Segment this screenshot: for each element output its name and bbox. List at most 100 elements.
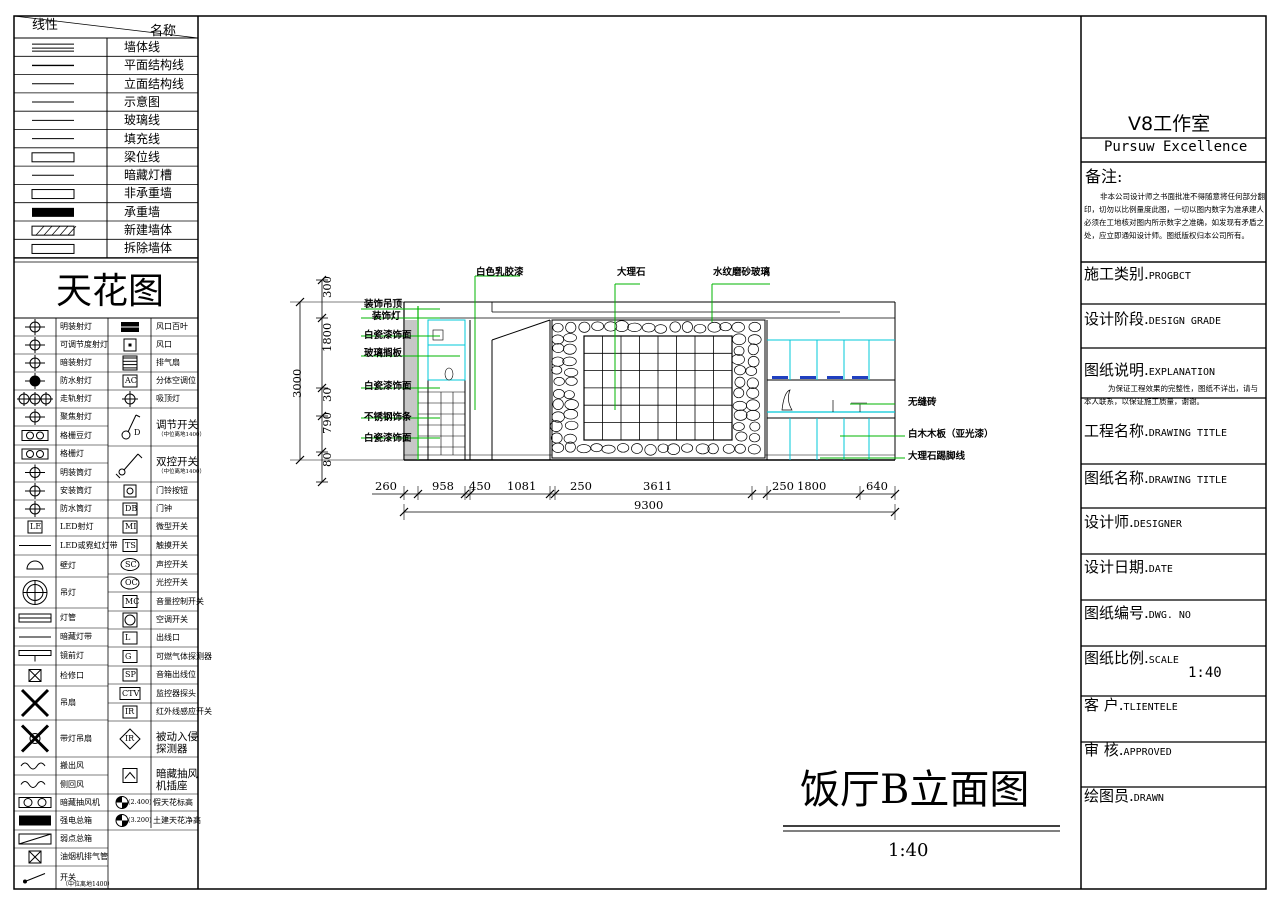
low-voltage-box-icon [18,833,52,845]
symbol-label-right: 双控开关 [156,456,198,468]
symbol-code: SP [125,670,136,679]
stone-mark [681,443,694,453]
studio-name: V8工作室 [1128,113,1211,135]
remarks-text: 非本公司设计师之书面批准不得随意将任何部分翻印，切勿以比例量度此图，一切以图内数… [1084,192,1265,240]
hidden-fan-socket-icon [124,771,136,779]
field-label: 绘图员. [1084,787,1134,805]
title-block-field: 图纸编号.DWG. NO [1084,605,1191,621]
dim-tick [317,411,327,421]
dim-tick [460,489,470,499]
title-block-field: 图纸名称.DRAWING TITLE [1084,470,1227,486]
dimmer-switch-icon [135,414,141,418]
title-block-field: 客 户.TLIENTELE [1084,697,1178,713]
stone-mark [747,334,762,345]
symbol-label-left: LED射灯 [60,522,94,531]
stone-mark [552,398,564,410]
legend-line-type-name: 填充线 [124,131,161,146]
grille-light-icon [26,450,34,458]
dim-tick [295,455,305,465]
nonbearing-wall-sample [31,189,75,200]
dim-label-total-vertical: 3000 [290,368,304,398]
symbol-label-left: 强电总箱 [60,815,92,825]
legend-line-type-name: 墙体线 [124,40,161,54]
callout-label-left: 白瓷漆饰面 [364,330,412,341]
stone-mark [627,322,642,332]
stone-mark [551,442,565,453]
micro-switch-icon [122,520,138,534]
dim-tick [317,275,327,285]
hatch [59,225,69,236]
field-sub-label: PROGBCT [1148,271,1191,282]
stone-mark [734,365,746,376]
ac-switch-icon [124,614,136,626]
stone-mark [553,377,565,386]
scale-value: 1:40 [1188,665,1222,681]
callout-label-left: 装饰吊顶 [364,299,403,310]
title-block-field: 工程名称.DRAWING TITLE [1084,423,1227,439]
field-sub-label: SCALE [1148,655,1179,666]
stone-mark [578,321,591,333]
dim-label-horizontal: 450 [469,479,491,493]
stone-mark [707,321,722,333]
symbol-label-right: 音量控制开关 [156,596,204,606]
blue-led-strip [827,376,843,379]
stone-mark [669,321,681,333]
new-wall-sample [31,225,75,236]
two-way-switch-icon [118,468,126,476]
callout-label-right: 大理石踢脚线 [908,451,966,462]
dim-label-horizontal: 640 [866,479,888,493]
grille-downlight-icon [21,430,49,441]
low-voltage-box-icon [18,833,52,845]
title-block-grid [1081,137,1266,788]
dim-tick [550,489,560,499]
legend-line-type-name: 梁位线 [124,149,161,164]
dim-tick [317,313,327,323]
explanation-note: 为保证工程效果的完整性，图纸不详出，请与本人联系，以保证施工质量，谢谢。 [1084,384,1258,406]
hatch [35,225,45,236]
dim-label-horizontal: 1800 [797,479,827,493]
symbol-label-right: 土建天花净高 [153,815,201,825]
dim-tick [399,489,409,499]
legend-line-type-name: 承重墙 [124,204,161,219]
dim-tick [317,447,327,457]
hidden-exhaust-fan-icon [18,797,52,808]
dim-tick [747,489,757,499]
symbol-label-left: 可调节度射灯 [60,340,108,349]
range-hood-duct-icon [28,850,42,864]
stone-mark [565,321,577,334]
drawing-scale: 1:40 [888,840,929,861]
switch-icon [24,873,46,882]
symbol-label-right: 分体空调位 [156,376,196,385]
symbol-label-left: 明装筒灯 [60,467,92,477]
stone-mark [564,441,576,453]
ceiling-fan-light-icon [29,733,41,744]
legend-divider [13,15,199,39]
door-chime-icon [122,502,138,516]
title-block-field: 设计阶段.DESIGN GRADE [1084,311,1221,327]
callout-label-left: 白瓷漆饰面 [364,381,412,392]
symbol-label-right: 风口百叶 [156,322,188,331]
symbol-label-right: 门铃按钮 [156,486,188,495]
hidden-exhaust-fan-icon [23,798,33,807]
ceiling-fan-light-icon [20,724,50,753]
callout-label-top: 大理石 [617,267,646,278]
touch-switch-icon [122,539,138,552]
callout-label-left: 不锈钢饰条 [364,412,412,423]
stone-mark [732,422,745,431]
symbol-label-left: 侧回风 [60,779,84,789]
dim-label-horizontal: 958 [432,479,454,493]
volume-switch-icon [122,595,138,608]
field-sub-label: EXPLANATION [1148,367,1216,378]
field-label: 设计日期. [1084,558,1149,576]
demolish-wall-sample [31,243,75,254]
symbol-label-left: 暗藏灯带 [60,632,92,641]
hidden-exhaust-fan-icon [37,798,47,807]
symbol-label-left: 开关 [60,872,76,882]
stone-mark [562,356,577,367]
symbol-label-left: 弱点总箱 [60,834,92,843]
symbol-sub-left: （中位离地1400） [62,880,114,888]
title-block-field: 图纸说明.EXPLANATION [1084,362,1215,378]
callout-label-left: 白瓷漆饰面 [364,433,412,444]
dim-tick [545,489,555,499]
field-label: 设计阶段. [1084,310,1149,328]
